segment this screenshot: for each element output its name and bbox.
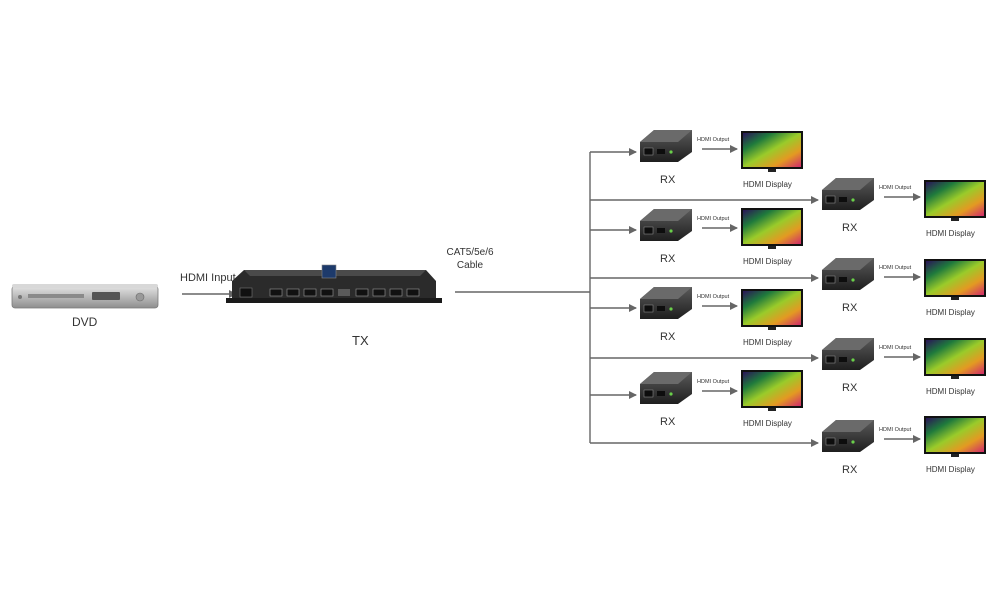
hdmi-receiver-icon [822,420,874,452]
rx-label: RX [842,222,858,234]
tx-status-panel [338,289,350,296]
receiver-unit [590,130,803,172]
hdmi-receiver-icon [640,287,692,319]
hdmi-display-label: HDMI Display [926,387,975,396]
tx-hdmi-port [320,288,334,297]
hdmi-extender-transmitter-icon [226,264,442,303]
receiver-unit [590,416,986,457]
hdmi-display-label: HDMI Display [743,257,792,266]
hdmi-receiver-icon [822,178,874,210]
hdmi-output-label: HDMI Output [879,345,912,351]
hdmi-receiver-icon [822,258,874,290]
rx-label: RX [660,174,676,186]
hdmi-display-label: HDMI Display [743,338,792,347]
hdmi-receiver-icon [640,130,692,162]
hdmi-receiver-icon [640,209,692,241]
hdmi-display-icon [924,180,986,221]
hdmi-display-icon [741,131,803,172]
receiver-unit [590,287,803,330]
receiver-unit [590,208,803,249]
hdmi-output-label: HDMI Output [697,294,730,300]
hdmi-receiver-icon [822,338,874,370]
tx-label: TX [352,333,369,348]
hdmi-display-icon [741,370,803,411]
rx-label: RX [660,253,676,265]
dvd-player-icon [11,284,159,309]
hdmi-output-label: HDMI Output [697,216,730,222]
tx-hdmi-port [303,288,317,297]
hdmi-receiver-icon [640,372,692,404]
hdmi-display-icon [741,208,803,249]
tx-hdmi-port [286,288,300,297]
hdmi-display-label: HDMI Display [743,419,792,428]
hdmi-output-label: HDMI Output [697,379,730,385]
tx-input-port [239,287,253,298]
receiver-unit [590,370,803,411]
hdmi-display-label: HDMI Display [926,308,975,317]
receiver-unit [590,178,986,221]
hdmi-output-label: HDMI Output [879,185,912,191]
hdmi-input-label: HDMI Input [180,272,236,284]
dvd-label: DVD [72,315,98,329]
tx-hdmi-port [372,288,386,297]
tx-hdmi-port [389,288,403,297]
tx-hdmi-port [355,288,369,297]
rx-label: RX [842,382,858,394]
cable-label-line-1: CAT5/5e/6 [446,247,494,258]
hdmi-display-label: HDMI Display [926,465,975,474]
hdmi-display-icon [924,416,986,457]
receiver-unit [590,258,986,300]
rx-label: RX [660,416,676,428]
rx-label: RX [660,331,676,343]
tx-hdmi-port [406,288,420,297]
hdmi-display-label: HDMI Display [926,229,975,238]
hdmi-display-label: HDMI Display [743,180,792,189]
hdmi-output-label: HDMI Output [879,265,912,271]
hdmi-display-icon [924,259,986,300]
hdmi-output-label: HDMI Output [879,427,912,433]
cable-label-line-2: Cable [456,260,484,271]
tx-hdmi-port [269,288,283,297]
hdmi-output-label: HDMI Output [697,137,730,143]
receiver-unit [590,338,986,379]
hdmi-display-icon [924,338,986,379]
rx-label: RX [842,464,858,476]
hdmi-display-icon [741,289,803,330]
cable-label: CAT5/5e/6 Cable [442,246,498,272]
rx-label: RX [842,302,858,314]
